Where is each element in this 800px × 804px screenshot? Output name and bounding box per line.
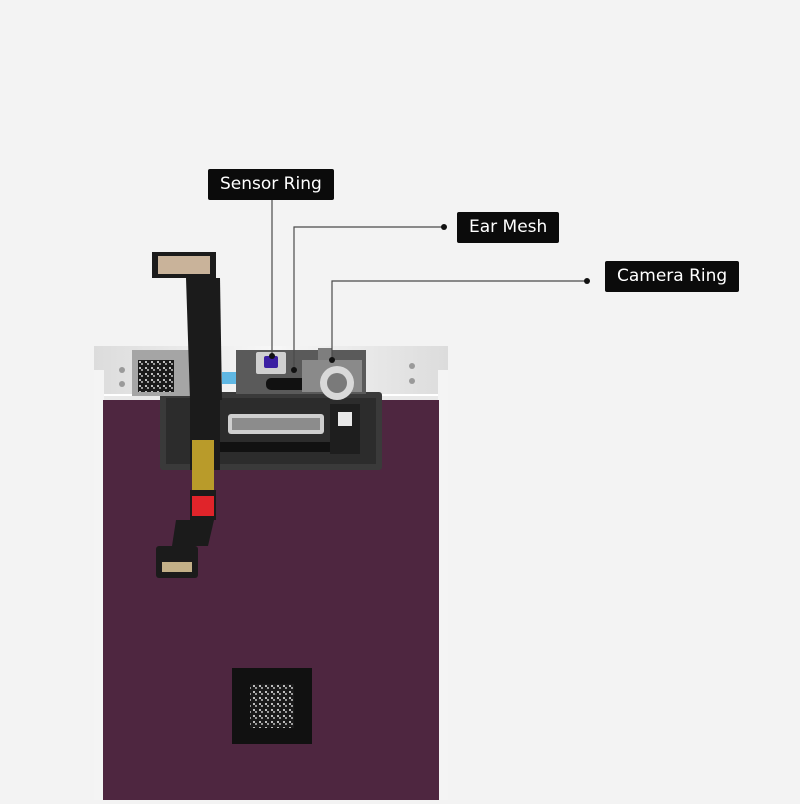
camera-ring-label: Camera Ring [605, 261, 740, 292]
sensor-ring-label: Sensor Ring [208, 169, 334, 200]
callout-lines [271, 185, 587, 370]
flex-cable [152, 252, 222, 578]
camera-bracket [330, 404, 360, 454]
qr-sticker [232, 668, 312, 744]
callout-dots [269, 182, 590, 373]
top-bracket [132, 348, 366, 400]
ear-mesh-label: Ear Mesh [457, 212, 560, 243]
